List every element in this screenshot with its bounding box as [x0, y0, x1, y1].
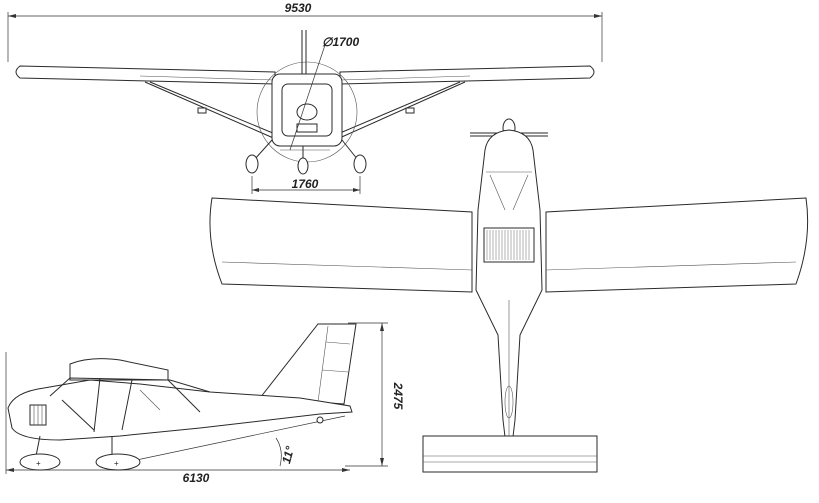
right-wheel-front — [353, 154, 367, 174]
prop-diameter-label: ∅1700 — [322, 35, 359, 49]
radiator-grille — [486, 230, 530, 260]
top-view — [209, 118, 809, 473]
fuselage-side — [7, 379, 353, 441]
angle-label: 11° — [279, 445, 297, 465]
height-label: 2475 — [391, 382, 405, 410]
right-wing-top — [545, 197, 809, 293]
nose-wheel-side — [19, 453, 61, 471]
main-wheel-side — [95, 453, 141, 471]
vertical-tail — [259, 323, 357, 405]
wingspan-label: 9530 — [285, 1, 312, 15]
wing-side — [69, 358, 169, 381]
svg-text:+: + — [114, 459, 119, 468]
right-wing — [339, 65, 595, 85]
fuselage-front — [271, 73, 343, 147]
svg-text:+: + — [36, 459, 41, 468]
radiator — [483, 227, 535, 263]
front-view: 9530 ∅1700 — [7, 1, 603, 194]
tail-wheel — [316, 416, 324, 424]
left-wing — [15, 65, 276, 85]
length-label: 6130 — [183, 471, 210, 485]
side-view: 2475 6130 11° — [5, 322, 405, 485]
nose-wheel-front — [297, 157, 309, 175]
horizontal-stabilizer — [422, 435, 598, 473]
left-wheel-front — [245, 154, 259, 174]
wheel-track-label: 1760 — [292, 177, 319, 191]
left-wing-top — [209, 197, 473, 293]
